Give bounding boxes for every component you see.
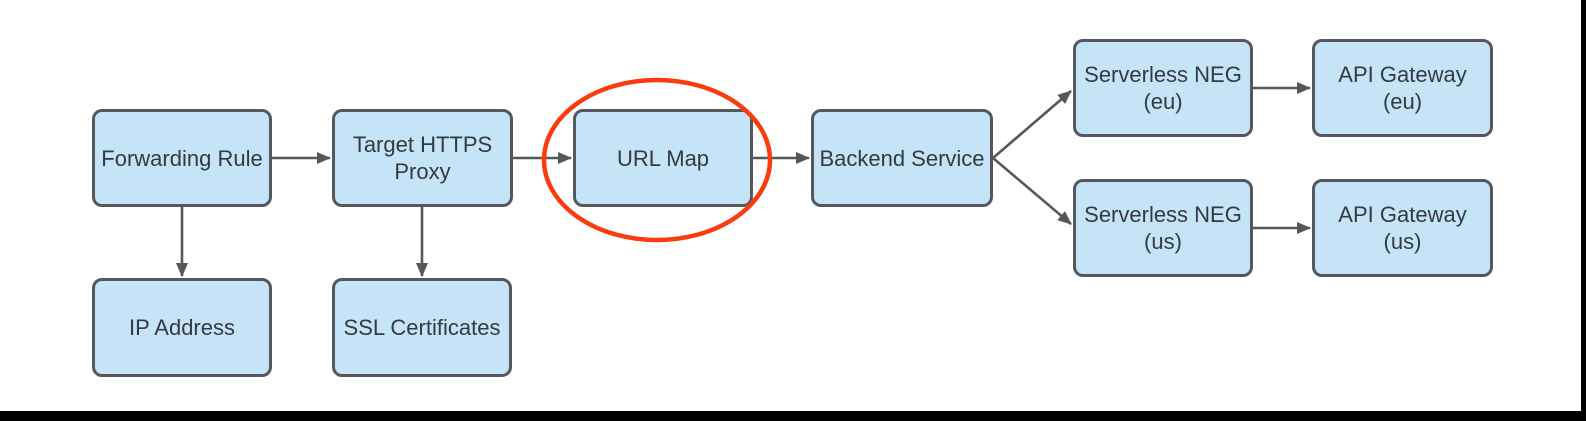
node-label: API Gateway <box>1338 202 1467 227</box>
node-forwarding-rule: Forwarding Rule <box>92 109 272 207</box>
node-label-line2: Proxy <box>394 159 451 184</box>
node-target-https-proxy: Target HTTPS Proxy <box>332 109 513 207</box>
node-label-line2: (eu) <box>1143 89 1183 114</box>
node-label-line2: (eu) <box>1382 89 1423 114</box>
right-frame-line <box>1581 0 1586 421</box>
bottom-frame-line <box>0 411 1586 421</box>
node-backend-service: Backend Service <box>811 109 993 207</box>
node-ip-address: IP Address <box>92 278 272 377</box>
arrow-backend-to-neg-eu <box>992 90 1072 159</box>
node-label: URL Map <box>616 145 710 171</box>
node-ssl-certificates: SSL Certificates <box>332 278 512 377</box>
node-label: API Gateway <box>1338 62 1467 87</box>
node-label-line2: (us) <box>1144 229 1182 254</box>
node-label-line2: (us) <box>1383 229 1422 254</box>
node-label: Serverless NEG <box>1084 202 1242 227</box>
node-label: IP Address <box>129 315 235 340</box>
node-serverless-neg-eu: Serverless NEG (eu) <box>1073 39 1253 137</box>
node-label: Serverless NEG <box>1084 62 1242 87</box>
arrow-backend-to-neg-us <box>992 157 1072 225</box>
node-api-gateway-us: API Gateway (us) <box>1312 179 1493 277</box>
node-url-map: URL Map <box>573 109 753 207</box>
node-api-gateway-eu: API Gateway (eu) <box>1312 39 1493 137</box>
node-serverless-neg-us: Serverless NEG (us) <box>1073 179 1253 277</box>
node-label: Forwarding Rule <box>101 145 263 171</box>
node-label: Target HTTPS <box>352 132 493 157</box>
node-label: SSL Certificates <box>343 315 501 340</box>
node-label: Backend Service <box>819 145 985 171</box>
